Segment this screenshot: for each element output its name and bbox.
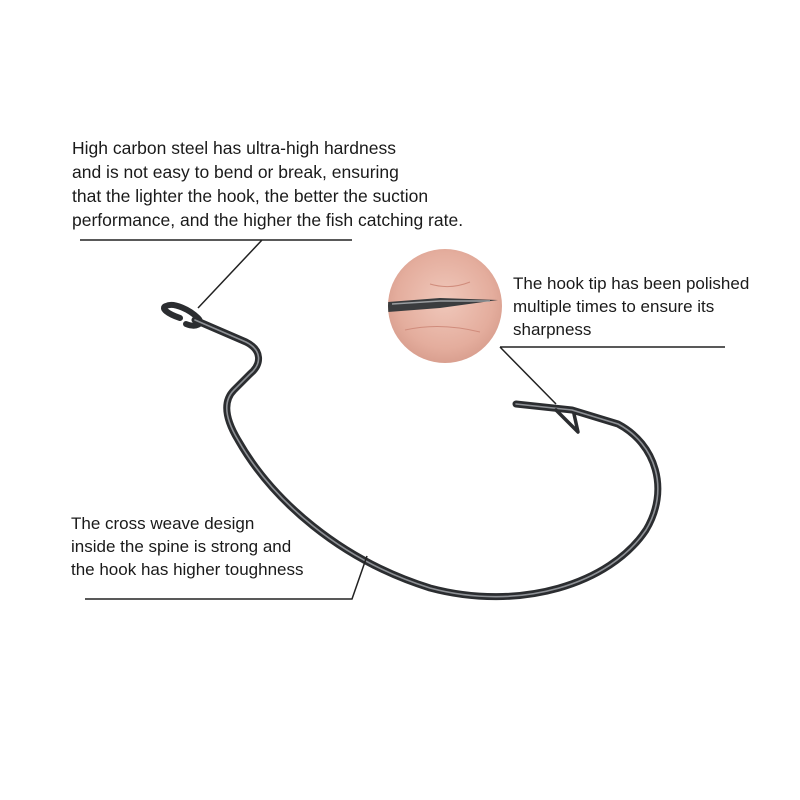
callout-carbon-steel: High carbon steel has ultra-high hardnes…	[72, 136, 463, 232]
fishing-hook	[160, 302, 662, 601]
callout-line: performance, and the higher the fish cat…	[72, 210, 464, 230]
leader-line-weave	[85, 555, 368, 600]
callout-line: High carbon steel has ultra-high hardnes…	[72, 138, 396, 158]
hook-tip-closeup	[388, 249, 502, 363]
callout-hook-tip: The hook tip has been polished multiple …	[513, 272, 749, 341]
callout-line: and is not easy to bend or break, ensuri…	[72, 162, 399, 182]
callout-line: multiple times to ensure its	[513, 297, 715, 316]
leader-lines	[80, 239, 725, 600]
callout-line: the hook has higher toughness	[71, 560, 304, 579]
callout-line: The cross weave design	[71, 514, 255, 533]
hook-barb	[554, 408, 580, 434]
callout-line: The hook tip has been polished	[513, 274, 750, 293]
callout-line: that the lighter the hook, the better th…	[72, 186, 429, 206]
callout-line: sharpness	[513, 320, 592, 339]
callout-line: inside the spine is strong and	[71, 537, 292, 556]
leader-line-tip	[499, 346, 725, 405]
leader-line-steel	[80, 239, 352, 309]
callout-cross-weave: The cross weave design inside the spine …	[71, 512, 304, 581]
